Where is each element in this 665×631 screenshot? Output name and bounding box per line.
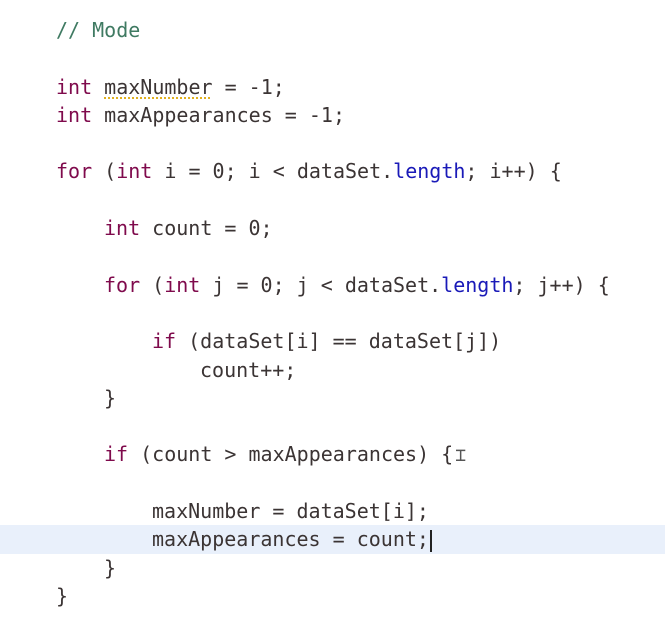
- code-token: (: [140, 272, 165, 297]
- code-line[interactable]: }: [0, 582, 665, 610]
- code-line[interactable]: }: [0, 384, 665, 412]
- keyword: int: [116, 159, 153, 184]
- code-line[interactable]: [0, 299, 665, 327]
- code-token: maxNumber = dataSet[i];: [152, 499, 429, 524]
- code-token: ; j++) {: [513, 272, 610, 297]
- code-token: }: [104, 385, 117, 410]
- warning-identifier: maxNumber: [104, 74, 213, 99]
- code-token: i = 0; i < dataSet.: [152, 159, 394, 184]
- code-line[interactable]: // Mode: [0, 16, 665, 44]
- comment: // Mode: [56, 18, 141, 42]
- code-line[interactable]: int maxAppearances = -1;: [0, 101, 665, 129]
- code-line[interactable]: [0, 412, 665, 440]
- code-token: count++;: [200, 357, 297, 382]
- code-token: maxAppearances = count;: [152, 527, 429, 552]
- keyword: for: [104, 272, 141, 297]
- code-line[interactable]: [0, 129, 665, 157]
- text-caret: [429, 529, 432, 552]
- code-line-current[interactable]: maxAppearances = count;: [0, 525, 665, 554]
- ibeam-cursor-icon: ⌶: [455, 445, 467, 467]
- code-line[interactable]: }: [0, 554, 665, 582]
- code-token: ; i++) {: [465, 159, 562, 184]
- code-token: [92, 75, 104, 99]
- keyword: int: [56, 102, 93, 127]
- keyword: if: [152, 329, 177, 354]
- keyword: int: [104, 216, 141, 241]
- code-line[interactable]: for (int i = 0; i < dataSet.length; i++)…: [0, 157, 665, 185]
- code-line[interactable]: [0, 186, 665, 214]
- field-name: length: [441, 272, 514, 297]
- code-token: (dataSet[i] == dataSet[j]): [176, 329, 502, 354]
- keyword: int: [56, 74, 93, 99]
- code-line[interactable]: if (count > maxAppearances) {⌶: [0, 440, 665, 468]
- code-line[interactable]: if (dataSet[i] == dataSet[j]): [0, 327, 665, 355]
- code-line[interactable]: int maxNumber = -1;: [0, 73, 665, 101]
- code-line[interactable]: [0, 44, 665, 72]
- code-line[interactable]: count++;: [0, 356, 665, 384]
- field-name: length: [393, 159, 466, 184]
- code-token: j = 0; j < dataSet.: [200, 272, 442, 297]
- keyword: for: [56, 159, 93, 184]
- keyword: if: [104, 442, 129, 467]
- code-line[interactable]: for (int j = 0; j < dataSet.length; j++)…: [0, 271, 665, 299]
- code-token: }: [56, 583, 69, 608]
- code-token: (: [92, 159, 117, 184]
- keyword: int: [164, 272, 201, 297]
- code-line[interactable]: int count = 0;: [0, 214, 665, 242]
- code-token: count = 0;: [140, 216, 273, 241]
- code-line[interactable]: [0, 469, 665, 497]
- code-line[interactable]: [0, 242, 665, 270]
- code-token: (count > maxAppearances) {: [128, 442, 454, 467]
- code-token: = -1;: [212, 74, 285, 99]
- code-line[interactable]: maxNumber = dataSet[i];: [0, 497, 665, 525]
- code-token: }: [104, 555, 117, 580]
- code-token: maxAppearances = -1;: [92, 102, 345, 127]
